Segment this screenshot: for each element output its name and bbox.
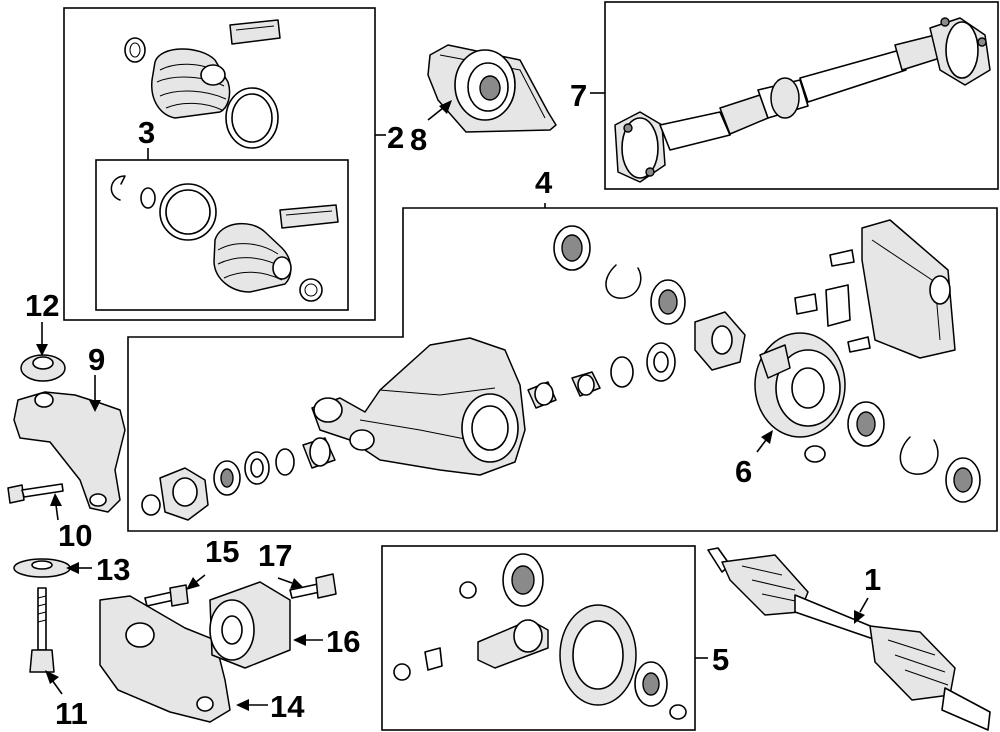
callout-3: 3 [138, 115, 155, 150]
upper-cushion [20, 354, 66, 382]
differential-housing [311, 337, 526, 476]
inner-boot-kit [110, 175, 339, 302]
callout-7: 7 [570, 78, 587, 113]
outer-boot-kit [124, 19, 281, 149]
driveshaft-frame [604, 1, 999, 190]
gear-kit [393, 553, 687, 720]
leader-lines [36, 92, 869, 711]
boot-kit-frame [63, 7, 376, 321]
callout-12: 12 [25, 288, 59, 323]
stud-bolt [29, 587, 55, 673]
callout-10: 10 [58, 518, 92, 553]
mount-bracket [13, 391, 126, 513]
callout-13: 13 [96, 552, 130, 587]
inner-boot-frame [95, 159, 349, 311]
center-support-bearing [427, 44, 557, 133]
differential-internals [527, 225, 746, 409]
support-bracket [99, 595, 231, 723]
callout-8: 8 [410, 122, 427, 157]
callout-9: 9 [88, 342, 105, 377]
bolt-15 [144, 584, 189, 607]
callout-5: 5 [712, 642, 729, 677]
gear-kit-frame [381, 545, 696, 731]
callout-2: 2 [387, 120, 404, 155]
bolt [7, 483, 64, 504]
differential-frame [127, 207, 998, 532]
lower-cushion [13, 558, 71, 578]
bolt-17 [289, 573, 337, 599]
callout-14: 14 [270, 689, 305, 724]
rear-cover [794, 219, 956, 359]
axle-shaft [707, 547, 991, 731]
callout-11: 11 [55, 696, 88, 731]
pinion-seal-parts [141, 437, 336, 521]
callout-15: 15 [205, 534, 239, 569]
propeller-shaft [614, 17, 991, 183]
callout-6: 6 [735, 454, 752, 489]
differential-case [754, 332, 981, 503]
bushing [209, 581, 291, 669]
callout-17: 17 [258, 538, 292, 573]
callout-16: 16 [326, 624, 360, 659]
callout-4: 4 [535, 165, 553, 200]
callout-1: 1 [864, 562, 881, 597]
